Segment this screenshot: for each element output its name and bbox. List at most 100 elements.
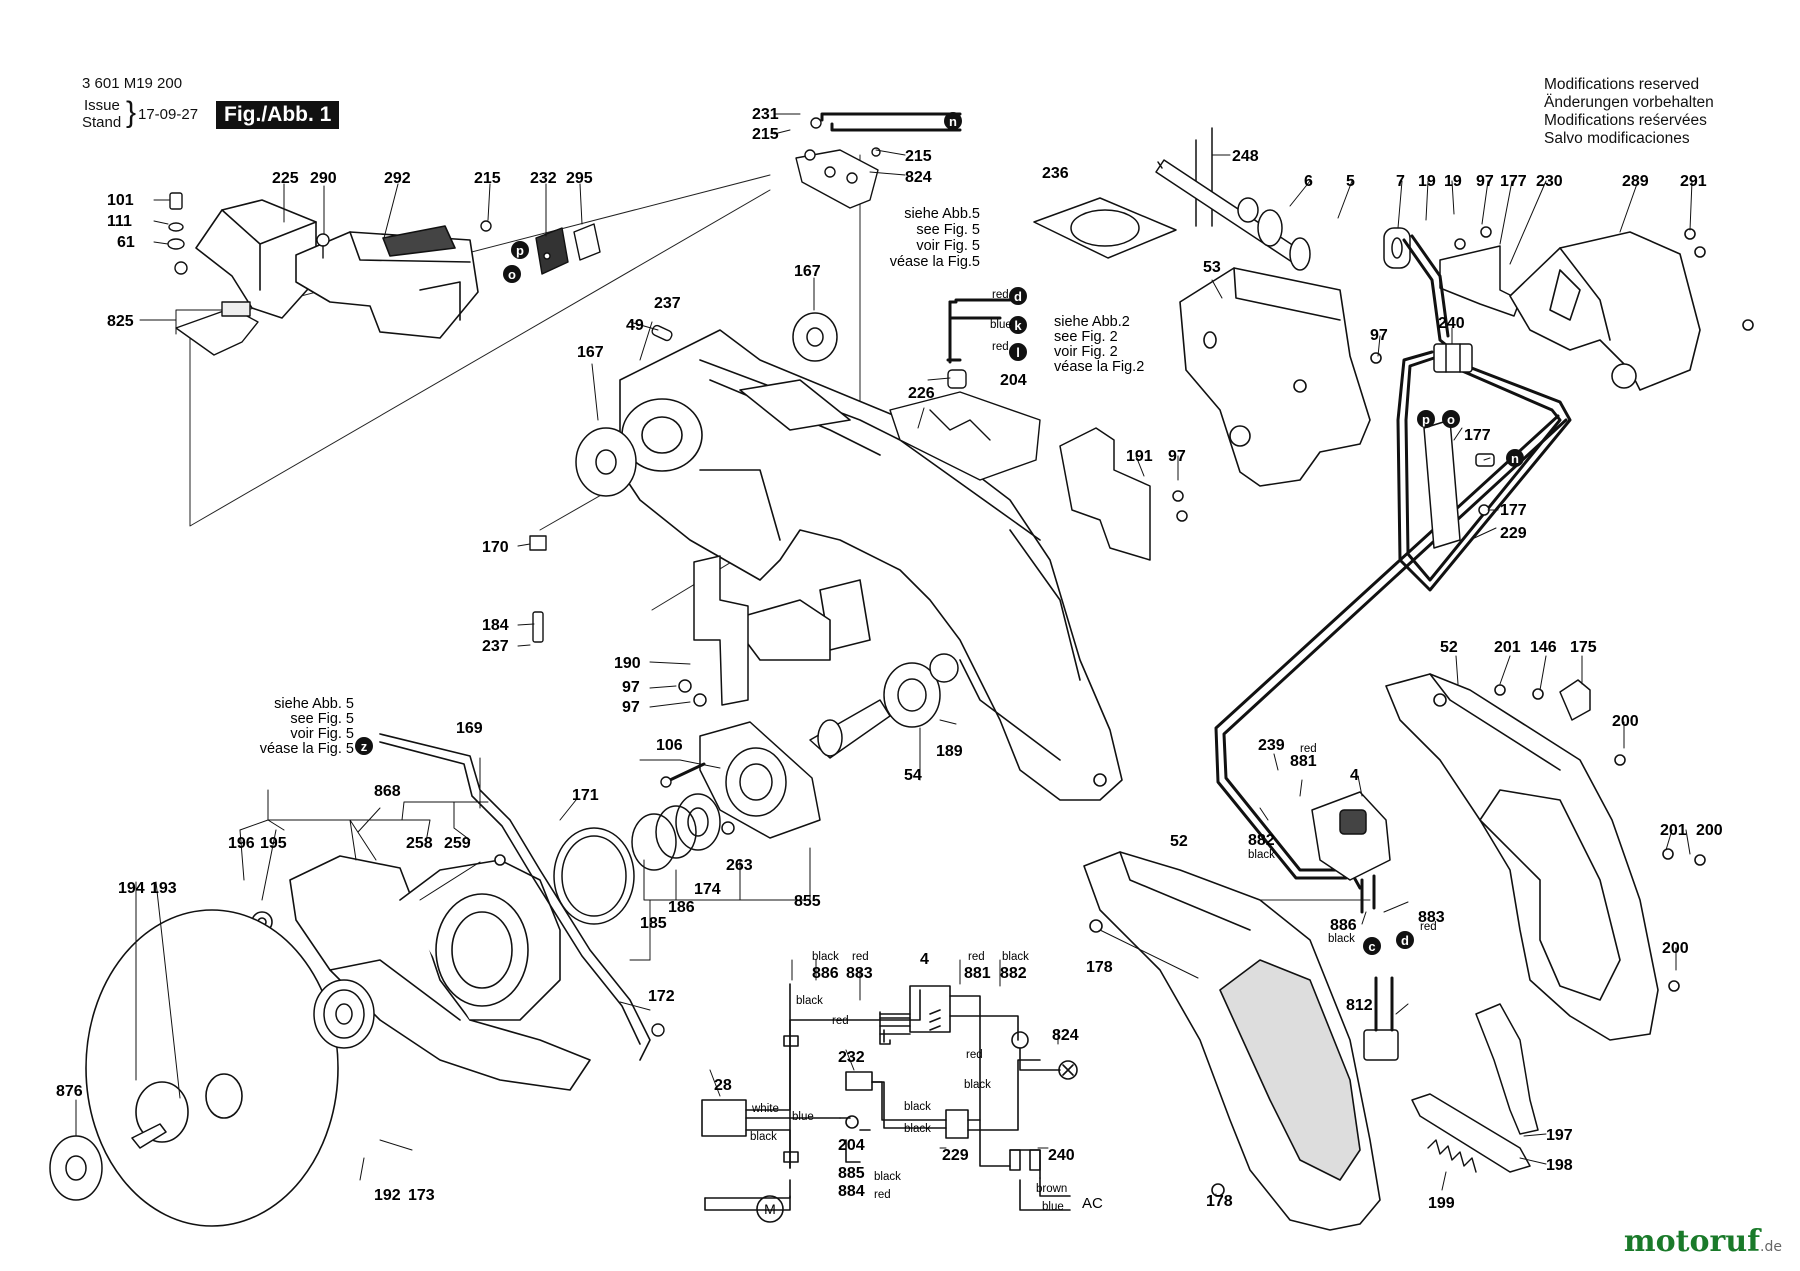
- part-label: 173: [408, 1187, 435, 1204]
- part-label: 883: [846, 965, 873, 982]
- wire-black: black: [904, 1123, 931, 1135]
- part-label: 215: [752, 126, 779, 143]
- wire-brown: brown: [1036, 1183, 1067, 1195]
- wire-black: black: [1002, 951, 1029, 963]
- wire-blue: blue: [990, 319, 1012, 331]
- part-label: 198: [1546, 1157, 1573, 1174]
- part-label: 292: [384, 170, 411, 187]
- part-label: 52: [1170, 833, 1188, 850]
- callout-l: l: [1016, 345, 1020, 360]
- part-label: 825: [107, 313, 134, 330]
- ref-abb2-1: siehe Abb.2: [1054, 314, 1130, 330]
- stand-label: Stand: [82, 114, 122, 131]
- rod-248: [1195, 127, 1213, 227]
- part-label: 177: [1464, 427, 1491, 444]
- part-label: 54: [904, 767, 922, 784]
- part-label: 199: [1428, 1195, 1455, 1212]
- cover-289: [1509, 228, 1754, 391]
- plug-170: [529, 535, 547, 551]
- part-label: 230: [1536, 173, 1563, 190]
- part-label: 229: [942, 1147, 969, 1164]
- flange-192: [313, 979, 375, 1049]
- screw-215-top: [480, 220, 492, 232]
- connector-240: [1433, 343, 1473, 373]
- part-label: 192: [374, 1187, 401, 1204]
- part-label: 295: [566, 170, 593, 187]
- part-label: 175: [1570, 639, 1597, 656]
- bearing-flange-263: [699, 721, 821, 839]
- part-label: 237: [482, 638, 509, 655]
- flange-876: [49, 1123, 167, 1201]
- part-label: 204: [1000, 372, 1027, 389]
- bracket-191: [1059, 427, 1188, 561]
- part-label: 229: [1500, 525, 1527, 542]
- part-label: 237: [654, 295, 681, 312]
- main-housing-49: [619, 329, 1123, 801]
- housing-53: [1179, 267, 1382, 487]
- part-label: 167: [794, 263, 821, 280]
- lever-197: [1475, 1003, 1539, 1135]
- cable-holder-226: [889, 391, 1041, 481]
- screw-172: [651, 1023, 665, 1037]
- issue-date: 17-09-27: [138, 106, 199, 123]
- part-label: 193: [150, 880, 177, 897]
- callouts: n p o d k l p o n c d z M: [355, 112, 1524, 1217]
- part-label: 226: [908, 385, 935, 402]
- ref-abb5-3: voir Fig. 5: [916, 238, 980, 254]
- mod-line: Änderungen vorbehalten: [1544, 94, 1714, 111]
- part-label: 191: [1126, 448, 1153, 465]
- part-label: 239: [1258, 737, 1285, 754]
- part-label: 189: [936, 743, 963, 760]
- wire-red: red: [966, 1049, 983, 1061]
- part-label: 190: [614, 655, 641, 672]
- switch-4: [1311, 791, 1391, 914]
- brand-logo: motoruf.de: [1624, 1224, 1782, 1259]
- wire-black: black: [1248, 849, 1275, 861]
- callout-n: n: [949, 114, 957, 129]
- wire-red: red: [992, 289, 1009, 301]
- saw-blade-194: [85, 909, 339, 1227]
- slide-198: [1411, 1093, 1531, 1173]
- ref-abb5b-2: see Fig. 5: [290, 711, 354, 727]
- screw-106: [660, 762, 706, 788]
- blade-guard-868: [235, 854, 591, 1091]
- mod-line: Modifications reśervées: [1544, 112, 1707, 129]
- part-label: 885: [838, 1165, 865, 1182]
- handle-shell-52-left: [1083, 851, 1381, 1231]
- led-204: [946, 298, 1022, 389]
- part-label: 882: [1000, 965, 1027, 982]
- wire-red: red: [1420, 921, 1437, 933]
- motor-cover-225: [195, 199, 479, 339]
- part-label: 177: [1500, 173, 1527, 190]
- part-label: 185: [640, 915, 667, 932]
- part-label: 232: [530, 170, 557, 187]
- part-label: 5: [1346, 173, 1355, 190]
- wire-red: red: [852, 951, 869, 963]
- motor-symbol: M: [764, 1201, 776, 1217]
- ref-abb2-2: see Fig. 2: [1054, 329, 1118, 345]
- part-label: 146: [1530, 639, 1557, 656]
- part-label: 289: [1622, 173, 1649, 190]
- part-label: 171: [572, 787, 599, 804]
- ref-abb5-1: siehe Abb.5: [904, 206, 980, 222]
- part-label: 868: [374, 783, 401, 800]
- bracket-825: [175, 301, 259, 356]
- ref-abb5-2: see Fig. 5: [916, 222, 980, 238]
- part-label: 886: [812, 965, 839, 982]
- clip-7: [1383, 227, 1411, 269]
- part-label: 28: [714, 1077, 732, 1094]
- leader-lines: [75, 113, 1693, 1197]
- part-label: 201: [1660, 822, 1687, 839]
- wire-red: red: [874, 1189, 891, 1201]
- pcb-229: [1423, 419, 1495, 549]
- connector-812: [1363, 976, 1399, 1061]
- part-label: 49: [626, 317, 644, 334]
- washer-167: [575, 312, 838, 497]
- part-label: 200: [1696, 822, 1723, 839]
- callout-d2: d: [1401, 933, 1409, 948]
- part-label: 101: [107, 192, 134, 209]
- part-label: 883: [1418, 909, 1445, 926]
- wire-blue: blue: [1042, 1201, 1064, 1213]
- handle-shell-52-right: [1385, 673, 1706, 1041]
- part-label: 19: [1444, 173, 1462, 190]
